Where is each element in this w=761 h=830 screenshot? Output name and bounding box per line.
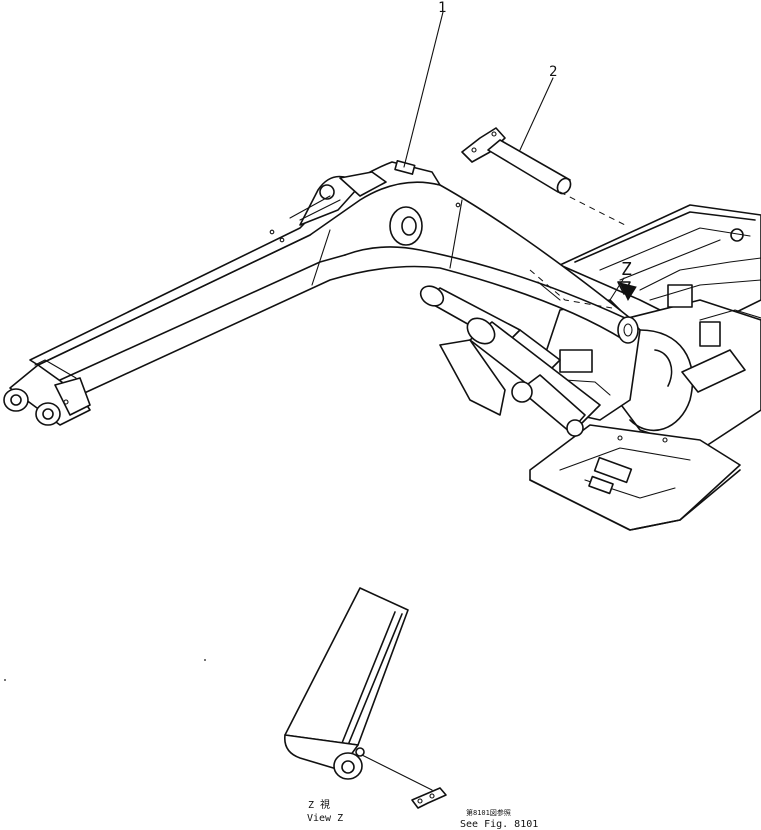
- fig-ref-jp: 第8101図参照: [466, 808, 511, 817]
- view-z-label-jp: Z 視: [308, 798, 330, 811]
- fig-ref-en: See Fig. 8101: [460, 819, 538, 830]
- view-z-arrow-icon: [619, 282, 637, 302]
- view-z-arrow-label: Z: [621, 259, 632, 280]
- upper-frame: [529, 204, 761, 531]
- speck: [4, 679, 6, 681]
- boom: [3, 160, 639, 426]
- callout-leaders: [403, 11, 631, 301]
- callout-2-label: 2: [549, 64, 557, 80]
- view-z-label-en: View Z: [307, 813, 343, 824]
- detail-view-z: [283, 587, 447, 809]
- boom-cylinders: [419, 285, 601, 437]
- speck: [204, 659, 206, 661]
- callout-1-label: 1: [438, 0, 446, 16]
- boom-foot-pin: [461, 127, 626, 309]
